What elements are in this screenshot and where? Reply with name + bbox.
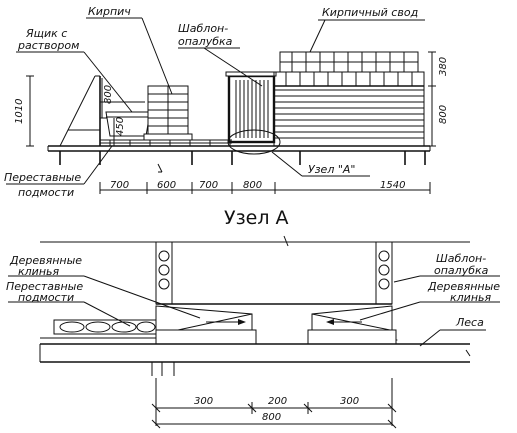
detail-dimensions [151,378,397,429]
brick-vault [273,51,425,147]
mortar-box [105,111,151,137]
left-dimensions [26,75,115,147]
label-wedges-right-1: Деревянные [427,280,500,293]
label-scaffolding: Леса [455,316,484,329]
label-template-1: Шаблон- [178,22,228,35]
dim-detail-200: 200 [268,396,287,407]
scaffold-deck [47,139,431,165]
label-wedges-left-1: Деревянные [9,254,82,267]
dim-700-a: 700 [110,180,129,191]
label-mortar-box-2: раствором [17,39,79,52]
dim-detail-300-a: 300 [194,396,213,407]
dim-800: 800 [243,180,262,191]
horizontal-dimensions [99,163,431,194]
label-wedges-right-2: клинья [450,291,491,304]
label-template-detail-1: Шаблон- [436,252,486,265]
leader-lines-top [6,17,425,185]
label-template-detail-2: опалубка [434,264,489,277]
dim-700-b: 700 [199,180,218,191]
label-brick: Кирпич [88,5,131,18]
node-a-marker [227,129,281,155]
label-scaffold-1: Переставные [4,171,81,184]
right-dimensions [428,51,436,147]
dim-1540: 1540 [380,180,405,191]
label-wedges-left-2: клинья [18,265,59,278]
dim-1010: 1010 [14,99,25,124]
dim-380: 380 [438,57,449,76]
detail-drawing [39,235,471,376]
dim-800-left: 800 [103,85,114,104]
dim-detail-800: 800 [262,412,281,423]
leader-lines-detail [8,275,500,347]
brick-stack [143,85,193,141]
label-mortar-box-1: Ящик с [25,27,67,40]
label-scaffold-detail-2: подмости [18,291,74,304]
label-brick-vault: Кирпичный свод [322,6,418,19]
label-scaffold-2: подмости [18,186,74,199]
dim-450: 450 [115,117,126,136]
label-template-2: опалубка [178,35,233,48]
dim-600: 600 [157,180,176,191]
dim-detail-300-b: 300 [340,396,359,407]
label-scaffold-detail-1: Переставные [6,280,83,293]
label-node-ref: Узел "А" [308,163,356,176]
dim-800-right: 800 [438,105,449,124]
detail-title: Узел А [224,207,289,229]
